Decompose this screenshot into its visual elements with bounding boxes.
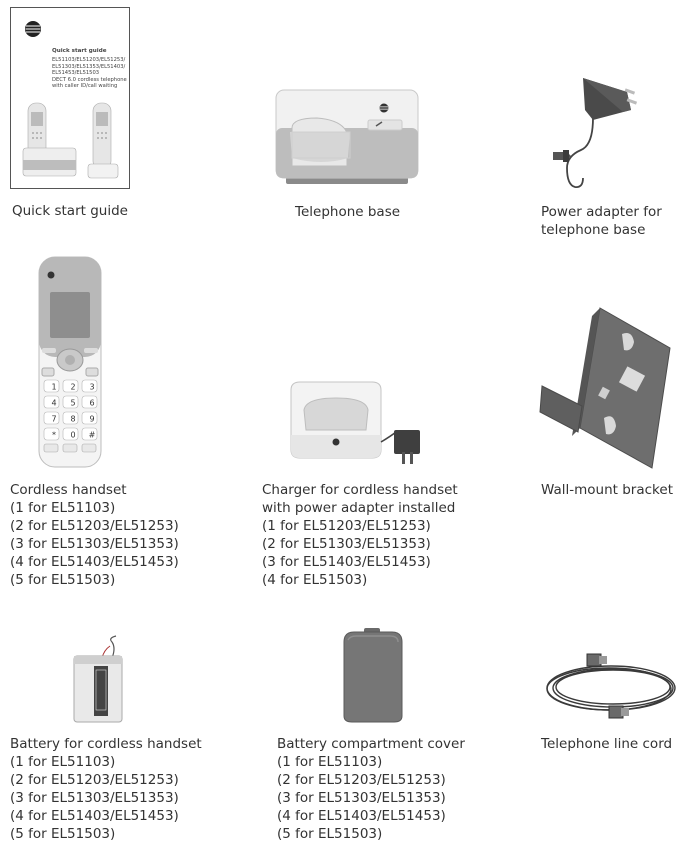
power-adapter-caption: Power adapter for telephone base bbox=[541, 203, 662, 239]
caption-line: Battery for cordless handset bbox=[10, 736, 202, 752]
charger-caption: Charger for cordless handset with power … bbox=[262, 481, 458, 589]
caption-line: Charger for cordless handset bbox=[262, 482, 458, 498]
handset-key-label: 7 bbox=[51, 415, 56, 424]
caption-line: with power adapter installed bbox=[262, 500, 456, 516]
caption-line: (3 for EL51303/EL51353) bbox=[10, 790, 179, 806]
handset-key bbox=[62, 395, 79, 409]
telephone-base-caption: Telephone base bbox=[295, 204, 401, 220]
caption-line: (1 for EL51203/EL51253) bbox=[262, 518, 431, 534]
quick-start-guide-caption: Quick start guide bbox=[12, 203, 128, 219]
handset-key-label: # bbox=[89, 431, 96, 440]
caption-line: (3 for EL51403/EL51453) bbox=[262, 554, 431, 570]
caption-line: (4 for EL51403/EL51453) bbox=[277, 808, 446, 824]
handset-key bbox=[43, 427, 60, 441]
caption-line: Cordless handset bbox=[10, 482, 127, 498]
caption-line: (2 for EL51203/EL51253) bbox=[10, 772, 179, 788]
handset-key bbox=[81, 427, 98, 441]
guide-cover-title: Quick start guide bbox=[52, 48, 107, 54]
quick-start-guide-image: Quick start guide EL51103/EL51203/EL5125… bbox=[10, 7, 130, 189]
caption-line: (2 for EL51203/EL51253) bbox=[277, 772, 446, 788]
guide-cover-line: with caller ID/call waiting bbox=[52, 83, 118, 90]
caption-line: (1 for EL51103) bbox=[10, 500, 116, 516]
handset-key bbox=[43, 379, 60, 393]
guide-cover-line: DECT 6.0 cordless telephone bbox=[52, 76, 127, 83]
att-logo bbox=[22, 21, 119, 179]
caption-line: (4 for EL51403/EL51453) bbox=[10, 554, 179, 570]
caption-line: (5 for EL51503) bbox=[10, 826, 116, 842]
handset-key-label: 9 bbox=[89, 415, 94, 424]
caption-line: (1 for EL51103) bbox=[277, 754, 383, 770]
handset-key-label: 8 bbox=[70, 415, 75, 424]
wall-mount-bracket-image bbox=[539, 307, 671, 469]
guide-cover-line: EL51103/EL51203/EL51253/ bbox=[52, 57, 126, 63]
handset-key-label: 4 bbox=[51, 399, 56, 408]
caption-line: (5 for EL51503) bbox=[10, 572, 116, 588]
battery-cover-caption: Battery compartment cover (1 for EL51103… bbox=[277, 735, 465, 843]
handset-key-label: 5 bbox=[70, 399, 75, 408]
caption-line: (4 for EL51403/EL51453) bbox=[10, 808, 179, 824]
wall-mount-bracket-caption: Wall-mount bracket bbox=[541, 482, 673, 498]
guide-cover-line: EL51303/EL51353/EL51403/ bbox=[52, 63, 126, 70]
cordless-handset-image: 1 2 3 4 5 6 7 8 9 * 0 # bbox=[38, 256, 102, 468]
caption-line: telephone base bbox=[541, 222, 646, 238]
handset-key-label: 3 bbox=[89, 383, 94, 392]
handset-key bbox=[43, 395, 60, 409]
handset-key bbox=[81, 395, 98, 409]
handset-key bbox=[43, 411, 60, 425]
caption-line: (4 for EL51503) bbox=[262, 572, 368, 588]
handset-key-label: 6 bbox=[89, 399, 94, 408]
handset-key-label: 0 bbox=[70, 431, 75, 440]
handset-key bbox=[62, 427, 79, 441]
handset-key bbox=[62, 379, 79, 393]
power-adapter-image bbox=[553, 78, 638, 188]
caption-line: Battery compartment cover bbox=[277, 736, 465, 752]
caption-line: (2 for EL51203/EL51253) bbox=[10, 518, 179, 534]
caption-line: (5 for EL51503) bbox=[277, 826, 383, 842]
charger-image bbox=[290, 381, 420, 464]
line-cord-image bbox=[546, 653, 676, 719]
cordless-handset-caption: Cordless handset (1 for EL51103) (2 for … bbox=[10, 481, 179, 589]
telephone-base-image bbox=[275, 89, 419, 184]
caption-line: (1 for EL51103) bbox=[10, 754, 116, 770]
caption-line: (3 for EL51303/EL51353) bbox=[10, 536, 179, 552]
battery-cover-image bbox=[343, 628, 403, 723]
battery-caption: Battery for cordless handset (1 for EL51… bbox=[10, 735, 202, 843]
handset-key-label: * bbox=[52, 431, 56, 440]
caption-line: Power adapter for bbox=[541, 204, 662, 220]
battery-image bbox=[73, 635, 123, 723]
guide-cover-line: EL51453/EL51503 bbox=[52, 70, 100, 77]
handset-key-label: 1 bbox=[51, 383, 56, 392]
handset-key bbox=[81, 411, 98, 425]
handset-key-label: 2 bbox=[70, 383, 75, 392]
caption-line: (3 for EL51303/EL51353) bbox=[277, 790, 446, 806]
line-cord-caption: Telephone line cord bbox=[541, 736, 673, 752]
handset-key bbox=[62, 411, 79, 425]
handset-key bbox=[81, 379, 98, 393]
caption-line: (2 for EL51303/EL51353) bbox=[262, 536, 431, 552]
